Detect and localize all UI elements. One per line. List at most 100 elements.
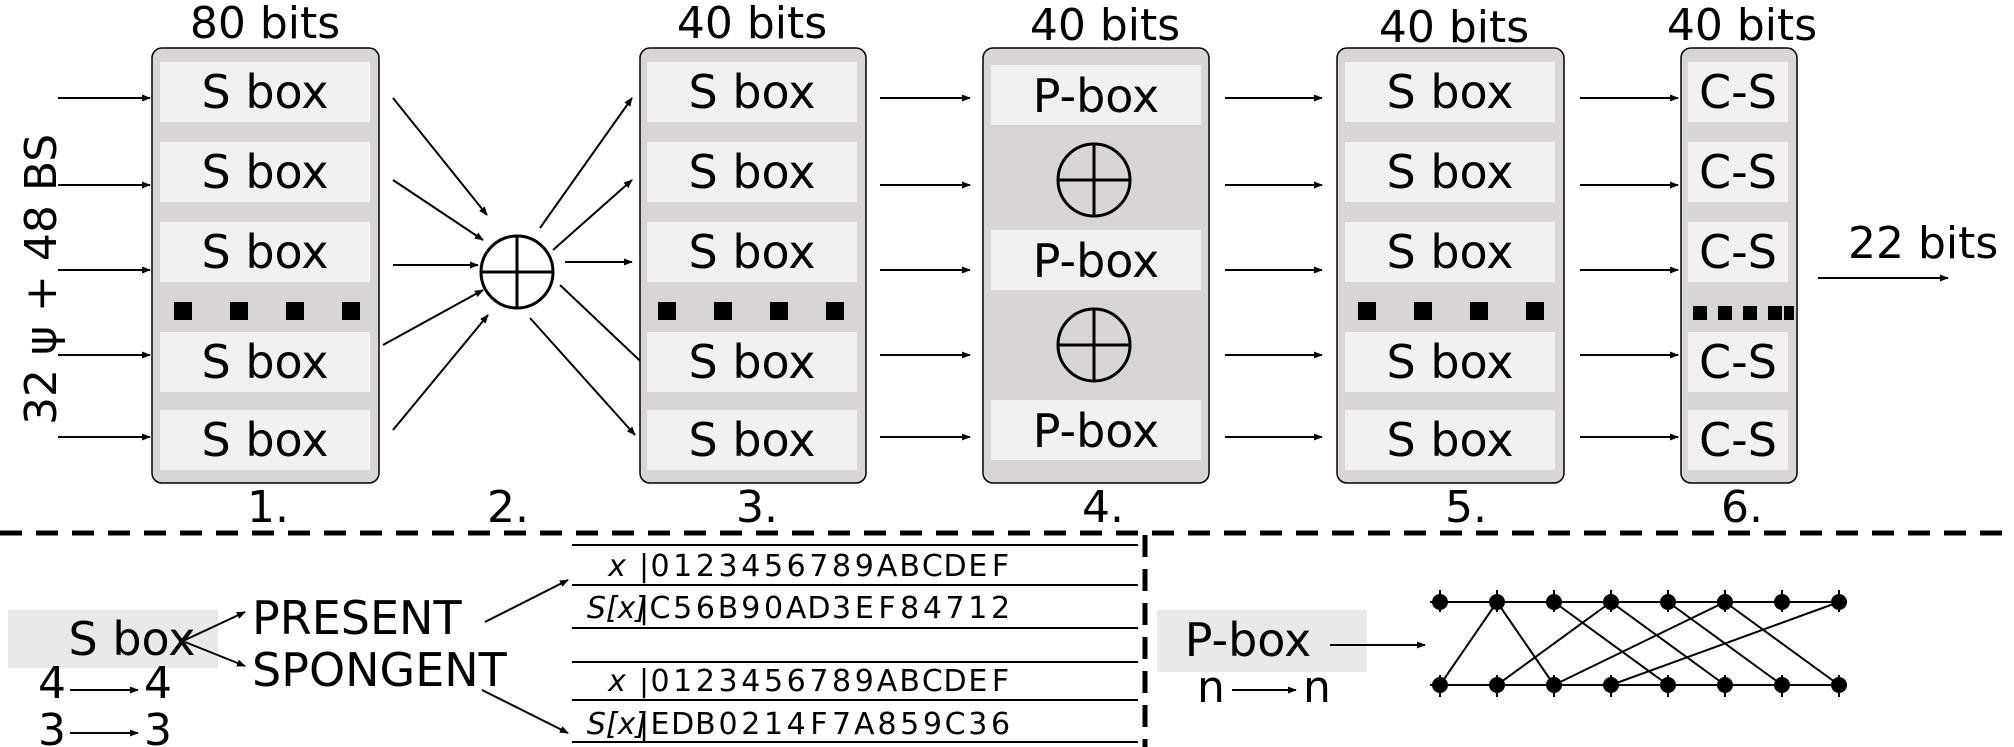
table-x-cell: 5 bbox=[764, 549, 783, 584]
table-x-cell: D bbox=[944, 549, 967, 584]
table-separator: | bbox=[639, 591, 649, 626]
sbox-label: S box bbox=[1387, 225, 1514, 279]
table-sx-cell: 0 bbox=[719, 707, 738, 742]
table-sx-header: S[x] bbox=[587, 591, 647, 626]
legend-sbox: S box 4 4 3 3 PRESENT SPONGENT bbox=[8, 579, 569, 747]
stage-3-sbox-4: S box bbox=[647, 332, 857, 392]
table-sx-cell: 5 bbox=[900, 707, 919, 742]
stage-3-sbox-3: S box bbox=[647, 222, 857, 282]
stage-5-sbox-5: S box bbox=[1345, 410, 1555, 470]
sbox-label: S box bbox=[1387, 413, 1514, 467]
stage-5-width-label: 40 bits bbox=[1379, 2, 1529, 53]
xor-icon bbox=[1056, 307, 1132, 383]
cs-label: C-S bbox=[1699, 335, 1777, 389]
table-x-cell: 7 bbox=[809, 664, 828, 699]
table-x-cell: 3 bbox=[719, 549, 738, 584]
sbox-tables: xS[x]||0C15263B49506A7D839EAFB8C4D7E1F2 … bbox=[572, 535, 1148, 747]
arrows-5-to-6 bbox=[1580, 94, 1679, 441]
table-sx-cell: E bbox=[855, 591, 874, 626]
input-label: 32 ψ + 48 BS bbox=[16, 134, 67, 425]
table-x-cell: 0 bbox=[650, 549, 669, 584]
sbox-label: S box bbox=[1387, 145, 1514, 199]
table-separator: | bbox=[639, 664, 649, 699]
stage-5: 40 bits S box S box S box S box S box 5. bbox=[1336, 2, 1565, 533]
stage-4-pbox-3: P-box bbox=[991, 400, 1201, 460]
stage-1-sbox-5: S box bbox=[160, 410, 370, 470]
stage-3-ellipsis bbox=[658, 302, 844, 320]
stage-3-sbox-5: S box bbox=[647, 410, 857, 470]
table-sx-cell: D bbox=[807, 591, 830, 626]
table-sx-cell: 1 bbox=[764, 707, 783, 742]
table-x-cell: A bbox=[877, 549, 898, 584]
table-x-cell: B bbox=[899, 549, 920, 584]
table-sx-cell: D bbox=[671, 707, 694, 742]
stage-1-width-label: 80 bits bbox=[190, 0, 340, 49]
table-x-cell: 8 bbox=[832, 664, 851, 699]
stage-5-sbox-3: S box bbox=[1345, 222, 1555, 282]
table-x-cell: 4 bbox=[741, 549, 760, 584]
stage-4-pbox-2: P-box bbox=[991, 230, 1201, 290]
table-sx-header: S[x] bbox=[587, 707, 647, 742]
legend-pbox-bg bbox=[1157, 610, 1367, 672]
table-x-cell: E bbox=[968, 549, 987, 584]
table-x-cell: A bbox=[877, 664, 898, 699]
stage-6-cs-5: C-S bbox=[1688, 410, 1788, 470]
sbox-label: S box bbox=[202, 145, 329, 199]
stage-1-sbox-3: S box bbox=[160, 222, 370, 282]
stage-1-sbox-1: S box bbox=[160, 62, 370, 122]
table-sx-cell: 2 bbox=[991, 591, 1010, 626]
sbox-label: S box bbox=[202, 65, 329, 119]
table-sx-cell: 4 bbox=[923, 591, 942, 626]
table-sx-cell: B bbox=[718, 591, 739, 626]
table-x-cell: F bbox=[992, 549, 1009, 584]
stage-5-sbox-2: S box bbox=[1345, 142, 1555, 202]
xor-icon bbox=[479, 234, 555, 310]
table-x-cell: 9 bbox=[855, 664, 874, 699]
pbox-size-in: n bbox=[1197, 662, 1225, 713]
sbox-label: S box bbox=[1387, 335, 1514, 389]
table-x-header: x bbox=[607, 664, 626, 699]
table-sx-cell: 4 bbox=[787, 707, 806, 742]
pbox-label: P-box bbox=[1033, 234, 1159, 288]
stage-1: 80 bits S box S box S box S box S box 1. bbox=[151, 0, 380, 533]
arrows-from-xor bbox=[529, 97, 656, 436]
table-sx-cell: 6 bbox=[696, 591, 715, 626]
table-separator: | bbox=[639, 707, 649, 742]
table-sx-cell: A bbox=[854, 707, 875, 742]
arrows-3-to-4 bbox=[880, 94, 971, 441]
table-sx-cell: E bbox=[651, 707, 670, 742]
stage-3: 40 bits S box S box S box S box S box 3. bbox=[639, 0, 867, 533]
stage-4: 40 bits P-box P-box P-box 4. bbox=[982, 0, 1210, 533]
table-x-header: x bbox=[607, 549, 626, 584]
table-x-cell: 9 bbox=[855, 549, 874, 584]
variant-spongent: SPONGENT bbox=[252, 643, 508, 697]
table-sx-cell: F bbox=[878, 591, 895, 626]
table-x-cell: E bbox=[968, 664, 987, 699]
arrows-to-xor bbox=[382, 97, 489, 431]
stage-2: 2. bbox=[479, 234, 555, 533]
sbox-label: S box bbox=[202, 225, 329, 279]
table-sx-cell: 3 bbox=[832, 591, 851, 626]
table-sx-cell: 9 bbox=[923, 707, 942, 742]
stage-3-sbox-1: S box bbox=[647, 62, 857, 122]
sbox-label: S box bbox=[202, 413, 329, 467]
cs-label: C-S bbox=[1699, 413, 1777, 467]
table-sx-cell: 0 bbox=[764, 591, 783, 626]
sbox-size-out-1: 4 bbox=[144, 658, 172, 709]
table-x-cell: F bbox=[992, 664, 1009, 699]
cs-label: C-S bbox=[1699, 145, 1777, 199]
table-sx-cell: 9 bbox=[741, 591, 760, 626]
table-sx-cell: F bbox=[810, 707, 827, 742]
table-sx-cell: 8 bbox=[877, 707, 896, 742]
sbox-label: S box bbox=[1387, 65, 1514, 119]
stage-1-ellipsis bbox=[174, 302, 360, 320]
stage-1-number: 1. bbox=[247, 482, 289, 533]
stage-6: 40 bits C-S C-S C-S C-S C-S 6. bbox=[1667, 0, 1817, 533]
stage-5-sbox-4: S box bbox=[1345, 332, 1555, 392]
table-sx-cell: 8 bbox=[900, 591, 919, 626]
sbox-size-in-1: 4 bbox=[38, 658, 66, 709]
stage-6-width-label: 40 bits bbox=[1667, 0, 1817, 51]
stage-6-cs-4: C-S bbox=[1688, 332, 1788, 392]
sbox-label: S box bbox=[689, 413, 816, 467]
